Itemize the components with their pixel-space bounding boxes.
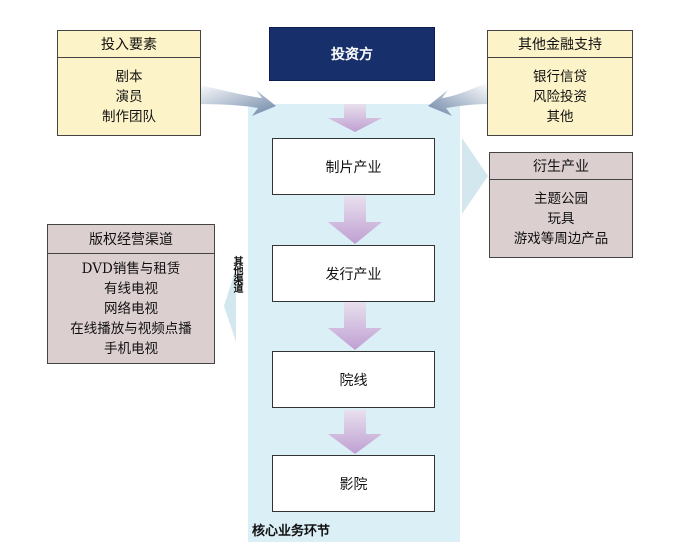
chain-step-label: 发行产业 bbox=[325, 266, 382, 283]
other-channels-label: 其他渠道 bbox=[231, 256, 242, 292]
copyright-item: 在线播放与视频点播 bbox=[70, 320, 192, 337]
inputs-item: 制作团队 bbox=[102, 108, 156, 125]
chain-step-label: 影院 bbox=[339, 476, 368, 493]
finance-box: 其他金融支持 银行信贷 风险投资 其他 bbox=[487, 30, 633, 136]
inputs-item: 演员 bbox=[115, 88, 143, 105]
derivatives-item: 玩具 bbox=[547, 210, 575, 227]
copyright-item: DVD销售与租赁 bbox=[81, 260, 181, 277]
chain-step-cinema: 影院 bbox=[272, 455, 435, 512]
chain-step-label: 院线 bbox=[339, 372, 368, 389]
core-label: 核心业务环节 bbox=[252, 524, 331, 539]
chain-step-production: 制片产业 bbox=[272, 138, 435, 195]
down-arrow-3 bbox=[328, 410, 382, 454]
down-arrow-2 bbox=[328, 302, 382, 350]
right-chevron bbox=[462, 138, 488, 214]
investor-box: 投资方 bbox=[269, 27, 435, 81]
inputs-list: 剧本 演员 制作团队 bbox=[58, 58, 200, 135]
left-chevron bbox=[224, 268, 236, 342]
finance-list: 银行信贷 风险投资 其他 bbox=[488, 58, 632, 135]
copyright-item: 网络电视 bbox=[104, 300, 158, 317]
derivatives-item: 主题公园 bbox=[534, 190, 588, 207]
chain-step-distribution: 发行产业 bbox=[272, 245, 435, 302]
chain-step-circuit: 院线 bbox=[272, 351, 435, 408]
finance-item: 银行信贷 bbox=[533, 68, 587, 85]
derivatives-box: 衍生产业 主题公园 玩具 游戏等周边产品 bbox=[489, 152, 633, 258]
inputs-item: 剧本 bbox=[115, 68, 143, 85]
inputs-box: 投入要素 剧本 演员 制作团队 bbox=[57, 30, 201, 136]
derivatives-title: 衍生产业 bbox=[490, 153, 632, 180]
copyright-item: 有线电视 bbox=[104, 280, 158, 297]
copyright-title: 版权经营渠道 bbox=[48, 225, 214, 254]
curved-arrow-right bbox=[428, 82, 488, 116]
copyright-item: 手机电视 bbox=[104, 340, 158, 357]
down-arrow-0 bbox=[328, 104, 382, 132]
curved-arrow-left bbox=[196, 84, 276, 116]
finance-title: 其他金融支持 bbox=[488, 31, 632, 58]
down-arrow-1 bbox=[328, 196, 382, 244]
copyright-list: DVD销售与租赁 有线电视 网络电视 在线播放与视频点播 手机电视 bbox=[48, 254, 214, 363]
chain-step-label: 制片产业 bbox=[325, 159, 382, 176]
derivatives-list: 主题公园 玩具 游戏等周边产品 bbox=[490, 180, 632, 257]
copyright-box: 版权经营渠道 DVD销售与租赁 有线电视 网络电视 在线播放与视频点播 手机电视 bbox=[47, 224, 215, 364]
finance-item: 风险投资 bbox=[533, 88, 587, 105]
derivatives-item: 游戏等周边产品 bbox=[513, 230, 609, 247]
finance-item: 其他 bbox=[546, 108, 574, 125]
inputs-title: 投入要素 bbox=[58, 31, 200, 58]
investor-label: 投资方 bbox=[331, 47, 373, 63]
